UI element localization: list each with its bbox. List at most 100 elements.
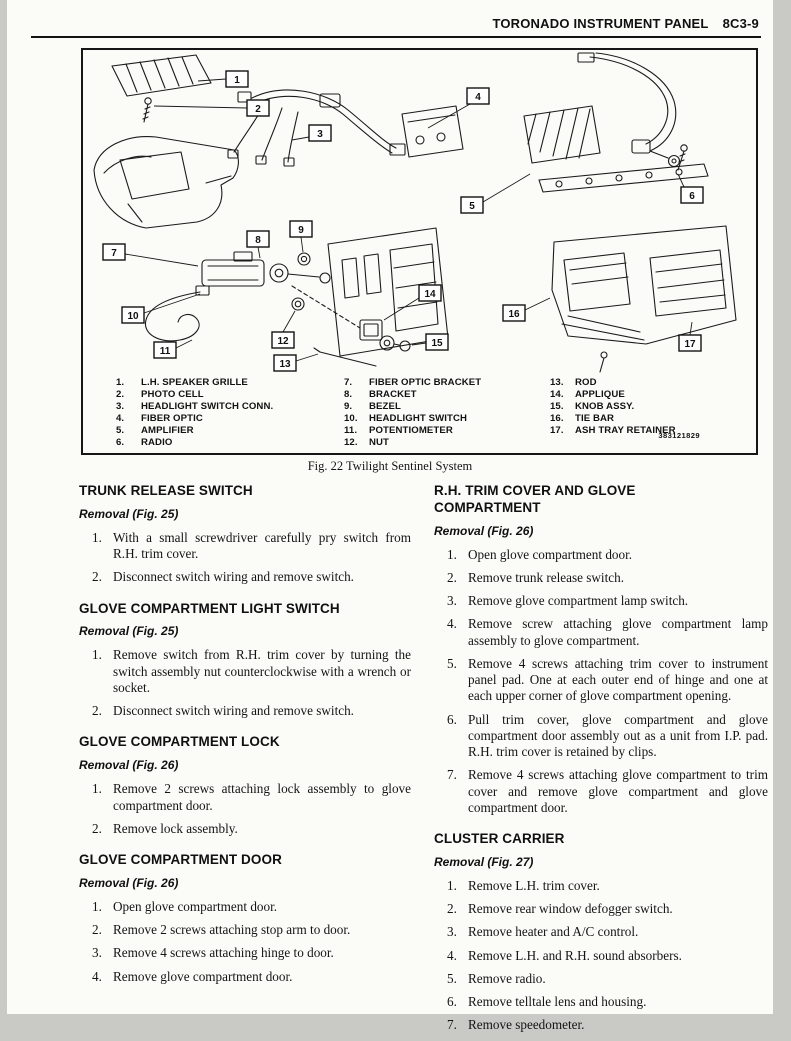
section-title: GLOVE COMPARTMENT LIGHT SWITCH <box>79 600 340 616</box>
step-text: Remove L.H. and R.H. sound absorbers. <box>468 947 682 963</box>
procedure-step: 2. Remove rear window defogger switch. <box>434 901 768 917</box>
legend-item-number: 11. <box>344 425 358 436</box>
procedure-step: 2.Disconnect switch wiring and remove sw… <box>79 703 411 719</box>
figure-illustration: 1 2 3 4 5 6 7 8 9 10 11 12 13 14 15 16 1… <box>93 52 737 373</box>
legend-item-label: NUT <box>369 437 390 448</box>
right-column: R.H. TRIM COVER AND GLOVE COMPARTMENT Re… <box>434 483 768 1041</box>
step-text: Remove 2 screws attaching stop arm to do… <box>113 922 351 938</box>
step-number: 2. <box>447 569 457 585</box>
callout-number: 3 <box>317 129 323 140</box>
legend-item-label: BEZEL <box>369 401 401 412</box>
step-text: Remove heater and A/C control. <box>468 924 639 940</box>
figure-22-box: 1 2 3 4 5 6 7 8 9 10 11 12 13 14 15 16 1… <box>81 48 758 455</box>
legend-item-label: PHOTO CELL <box>141 389 204 400</box>
step-number: 3. <box>447 593 457 609</box>
step-text: Remove speedometer. <box>468 1017 585 1033</box>
section-rh-trim-cover-and-glove-compartment: R.H. TRIM COVER AND GLOVE COMPARTMENT Re… <box>434 483 768 816</box>
header-rule <box>31 36 761 38</box>
callout-3: 3 <box>308 124 332 142</box>
step-number: 1. <box>447 546 457 562</box>
legend-item-number: 2. <box>116 389 125 400</box>
legend-item-number: 7. <box>344 377 353 388</box>
procedure-step: 4. Remove L.H. and R.H. sound absorbers. <box>434 948 768 964</box>
section-glove-compartment-lock: GLOVE COMPARTMENT LOCK Removal (Fig. 26)… <box>79 734 411 837</box>
callout-8: 8 <box>246 230 270 248</box>
legend-item-label: KNOB ASSY. <box>575 401 635 412</box>
step-number: 4. <box>447 616 457 632</box>
legend-item: 6.RADIO <box>116 437 344 449</box>
step-text: Remove trunk release switch. <box>468 569 625 585</box>
procedure-step: 2. Remove trunk release switch. <box>434 570 768 586</box>
procedure-step: 5.Remove 4 screws attaching trim cover t… <box>434 656 768 705</box>
section-trunk-release-switch: TRUNK RELEASE SWITCH Removal (Fig. 25) 1… <box>79 483 411 586</box>
legend-item: 17.ASH TRAY RETAINER <box>550 425 676 437</box>
legend-item-label: AMPLIFIER <box>141 425 194 436</box>
step-number: 2. <box>92 922 102 938</box>
legend-item: 7.FIBER OPTIC BRACKET <box>344 377 550 389</box>
step-number: 4. <box>447 947 457 963</box>
step-text: Remove glove compartment lamp switch. <box>468 593 689 609</box>
procedure-step: 1.Remove L.H. trim cover. <box>434 878 768 894</box>
procedure-step: 7. Remove speedometer. <box>434 1017 768 1033</box>
figure-caption: Fig. 22 Twilight Sentinel System <box>307 459 473 473</box>
procedure-step: 1. Open glove compartment door. <box>434 547 768 563</box>
page-code: 8C3-9 <box>722 16 759 31</box>
section-subtitle: Removal (Fig. 26) <box>79 875 179 890</box>
step-text: Disconnect switch wiring and remove swit… <box>113 703 354 719</box>
step-text: Disconnect switch wiring and remove swit… <box>113 569 354 585</box>
callout-6: 6 <box>680 186 704 204</box>
legend-item-label: ROD <box>575 377 597 388</box>
legend-item-number: 8. <box>344 389 353 400</box>
callout-number: 15 <box>431 338 443 349</box>
legend-column-3: 13.ROD 14.APPLIQUE 15.KNOB ASSY. 16.TIE … <box>550 377 676 449</box>
step-number: 4. <box>92 968 102 984</box>
procedure-step: 5.Remove radio. <box>434 971 768 987</box>
left-column: TRUNK RELEASE SWITCH Removal (Fig. 25) 1… <box>79 483 411 992</box>
section-glove-compartment-door: GLOVE COMPARTMENT DOOR Removal (Fig. 26)… <box>79 852 411 985</box>
callout-number: 17 <box>684 339 696 350</box>
callout-11: 11 <box>153 341 177 359</box>
callout-1: 1 <box>225 70 249 88</box>
callout-number: 6 <box>689 191 695 202</box>
step-number: 3. <box>447 924 457 940</box>
step-number: 2. <box>447 901 457 917</box>
procedure-step: 3. Remove heater and A/C control. <box>434 924 768 940</box>
callout-number: 10 <box>127 311 139 322</box>
step-text: Remove rear window defogger switch. <box>468 901 673 917</box>
legend-item: 11.POTENTIOMETER <box>344 425 550 437</box>
step-text: Remove 4 screws attaching hinge to door. <box>113 945 334 961</box>
callout-number: 13 <box>279 359 291 370</box>
step-number: 1. <box>92 647 102 663</box>
section-subtitle: Removal (Fig. 25) <box>79 624 179 639</box>
procedure-step: 1.With a small screwdriver carefully pry… <box>79 530 411 562</box>
step-text: Pull trim cover, glove compartment and g… <box>468 711 768 760</box>
legend-item: 14.APPLIQUE <box>550 389 676 401</box>
callout-7: 7 <box>102 243 126 261</box>
legend-item-number: 4. <box>116 413 125 424</box>
step-text: Remove switch from R.H. trim cover by tu… <box>113 647 411 695</box>
step-number: 1. <box>92 898 102 914</box>
procedure-step: 4.Remove glove compartment door. <box>79 969 411 985</box>
legend-item-number: 3. <box>116 401 125 412</box>
step-number: 7. <box>447 1017 457 1033</box>
callout-5: 5 <box>460 196 484 214</box>
step-text: Remove telltale lens and housing. <box>468 994 647 1010</box>
step-text: Open glove compartment door. <box>468 546 633 562</box>
section-subtitle: Removal (Fig. 27) <box>434 854 534 869</box>
legend-item: 5.AMPLIFIER <box>116 425 344 437</box>
legend-item-label: APPLIQUE <box>575 389 625 400</box>
procedure-step: 3. Remove glove compartment lamp switch. <box>434 593 768 609</box>
figure-part-number: 383121829 <box>658 431 700 440</box>
legend-item-number: 13. <box>550 377 564 388</box>
callout-number: 8 <box>255 235 261 246</box>
legend-item-label: FIBER OPTIC <box>141 413 203 424</box>
callout-9: 9 <box>289 220 313 238</box>
procedure-step: 4.Remove screw attaching glove compartme… <box>434 616 768 648</box>
step-number: 2. <box>92 820 102 836</box>
step-number: 6. <box>447 994 457 1010</box>
legend-item-number: 16. <box>550 413 564 424</box>
section-title: GLOVE COMPARTMENT LOCK <box>79 734 280 750</box>
step-number: 5. <box>447 655 457 671</box>
